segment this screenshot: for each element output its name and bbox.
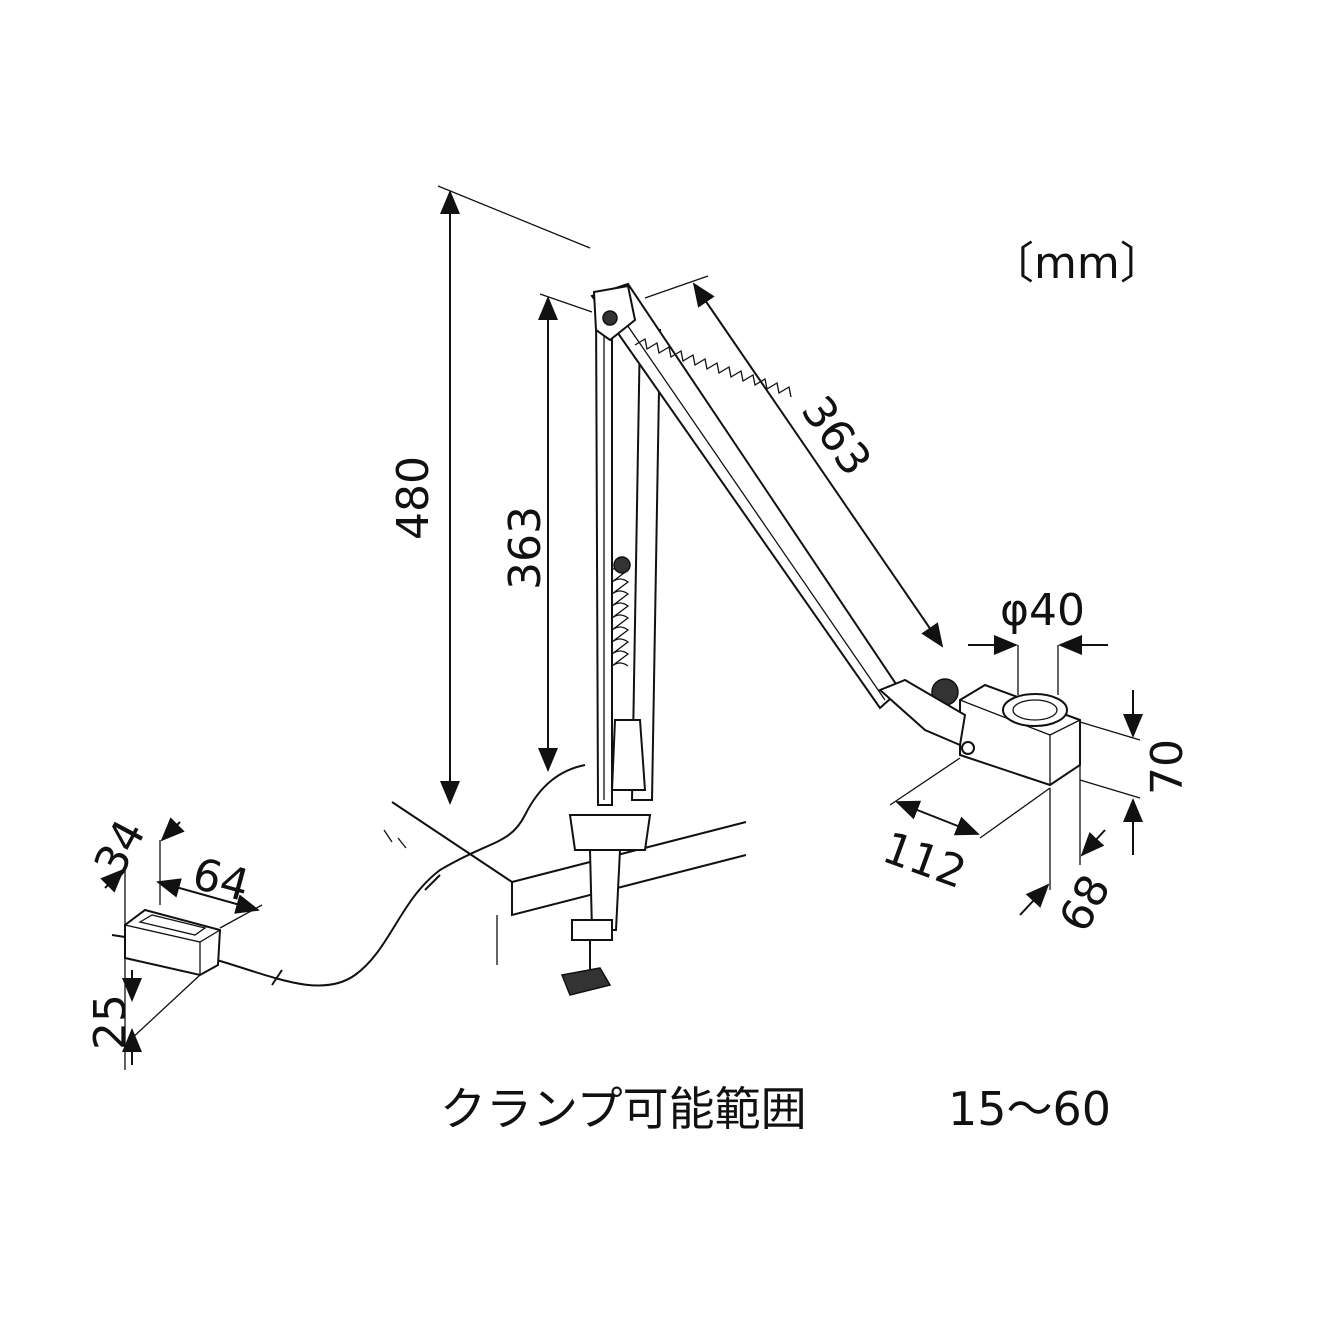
clamp-range-value: 15〜60 — [948, 1082, 1111, 1136]
dimension-total-height: 480 — [388, 185, 591, 805]
dim-70: 70 — [1142, 739, 1193, 795]
lamp-upper-arm — [590, 282, 902, 710]
dimension-adapter-width: 64 — [156, 848, 263, 929]
power-adapter — [111, 908, 222, 977]
dim-64: 64 — [187, 848, 254, 912]
dimension-adapter-height: 25 — [85, 958, 201, 1070]
lamp-lower-arm — [594, 299, 662, 806]
dimension-lens-diameter: φ40 — [968, 585, 1108, 695]
unit-label: 〔mm〕 — [990, 238, 1164, 289]
dimension-head-length: 112 — [876, 757, 1051, 899]
lamp-head — [878, 678, 1081, 787]
lamp-clamp — [560, 814, 652, 996]
dim-480: 480 — [388, 456, 439, 540]
clamp-range-label: クランプ可能範囲 — [440, 1082, 807, 1136]
dimension-head-height: 70 — [1079, 690, 1193, 855]
dimension-adapter-depth: 34 — [85, 812, 185, 925]
dimension-lower-arm: 363 — [500, 293, 593, 772]
dim-363-diagonal: 363 — [791, 387, 881, 485]
power-cable — [209, 764, 586, 987]
dim-phi40: φ40 — [1000, 585, 1085, 636]
dim-363-vertical: 363 — [500, 506, 551, 590]
dim-112: 112 — [876, 822, 972, 899]
dim-68: 68 — [1050, 867, 1121, 940]
desk — [383, 801, 747, 965]
dim-25: 25 — [85, 994, 136, 1050]
dimension-head-width: 68 — [1019, 765, 1121, 940]
dim-34: 34 — [85, 812, 156, 885]
dimension-upper-arm: 363 — [644, 275, 944, 648]
